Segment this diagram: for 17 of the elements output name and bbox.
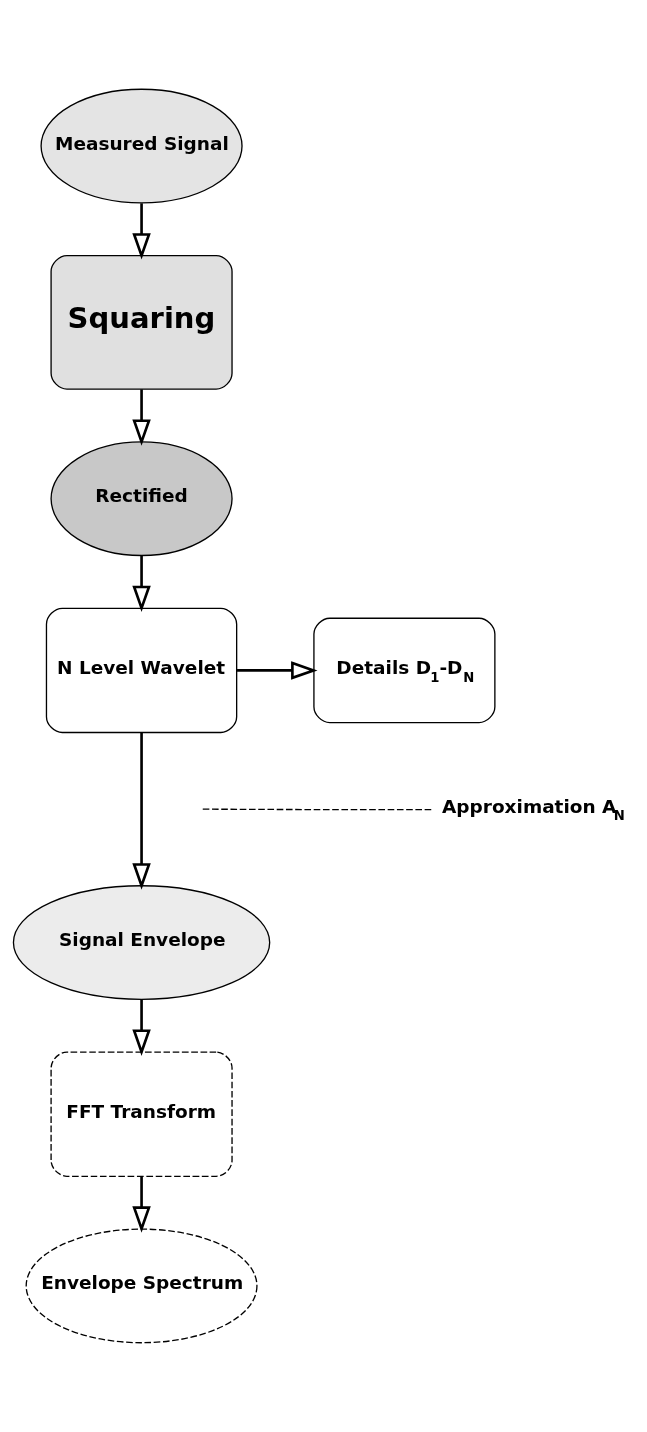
node-ellipse: Measured Signal [40, 88, 243, 204]
node-box: Details D$_{1}$-D$_{N}$ [313, 617, 496, 724]
arrow [132, 555, 151, 613]
arrow [132, 732, 151, 890]
connector [201, 808, 432, 811]
node-box: FFT Transform [50, 1051, 233, 1177]
arrow [237, 661, 318, 680]
arrow [132, 1176, 151, 1233]
arrow [132, 389, 151, 446]
node-box: N Level Wavelet [45, 607, 238, 734]
arrow [132, 999, 151, 1056]
arrow [132, 203, 151, 260]
node-box: Squaring [50, 255, 233, 390]
node-ellipse: Envelope Spectrum [25, 1228, 258, 1344]
node-ellipse: Signal Envelope [12, 885, 271, 1000]
node-text: Approximation A$_{N}$ [442, 795, 625, 824]
node-ellipse: Rectified [50, 441, 233, 557]
